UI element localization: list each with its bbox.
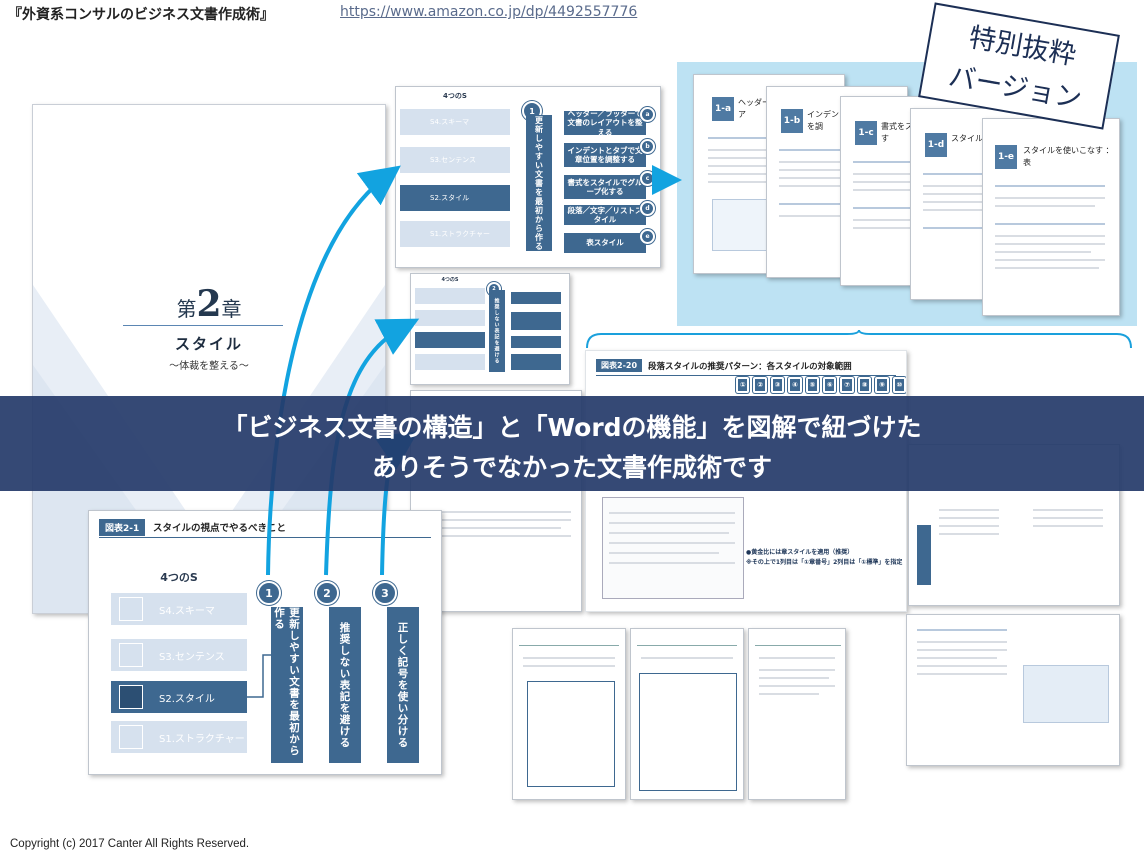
item-d: 段落／文字／リストスタイル (564, 205, 646, 225)
section-title: スタイルを使いこなす ：表 (1023, 146, 1114, 167)
item-e: 表スタイル (564, 233, 646, 253)
table-note-1: ●黄金比には章スタイルを適用（推奨） (746, 549, 854, 556)
item-c: 書式をスタイルでグループ化する (564, 175, 646, 199)
s4-row: S4.スキーマ (400, 109, 510, 135)
table-header: ① ② ③ ④ ⑤ ⑥ ⑦ ⑧ ⑨ ⑩ (736, 377, 906, 393)
bracket-line (586, 330, 1132, 349)
step-number-2: 2 (315, 581, 339, 605)
s2-row: S2.スタイル (400, 185, 510, 211)
document-page (630, 628, 744, 800)
chapter-heading: 第2章 (176, 283, 242, 325)
section-number-badge: 1-e (995, 145, 1017, 169)
diagram-title: 4つのS (443, 92, 467, 100)
s4-row (415, 288, 485, 304)
document-page (748, 628, 846, 800)
banner-line1: 「ビジネス文書の構造」と「Wordの機能」を図解で紐づけた (222, 413, 922, 442)
step-number-3: 3 (373, 581, 397, 605)
book-title: 『外資系コンサルのビジネス文書作成術』 (8, 7, 274, 23)
cover-divider (123, 325, 283, 326)
figure-caption: スタイルの視点でやるべきこと (153, 523, 287, 534)
item-letter-e: e (640, 229, 655, 244)
figure-main-page: 図表2-1 スタイルの視点でやるべきこと 4つのS S4.スキーマ S3.センテ… (88, 510, 442, 775)
item-letter-d: d (640, 201, 655, 216)
step-bar-2: 推奨しない表記を避ける (489, 290, 505, 372)
embedded-document (602, 497, 744, 599)
step-bar-1: 更新しやすい文書を最初から作る (271, 607, 303, 763)
structure-icon (119, 725, 143, 749)
step-bar-3: 正しく記号を使い分ける (387, 607, 419, 763)
chapter-title: スタイル (174, 335, 243, 353)
step-bar-2: 推奨しない表記を避ける (329, 607, 361, 763)
background-page (906, 614, 1120, 766)
s4-row: S4.スキーマ (111, 593, 247, 625)
sub-item (511, 354, 561, 370)
figure-label: 図表2-1 (99, 519, 146, 536)
item-letter-a: a (640, 107, 655, 122)
section-number-badge: 1-a (712, 97, 734, 121)
s1-row (415, 354, 485, 370)
step-number-1: 1 (257, 581, 281, 605)
sub-item (511, 312, 561, 330)
connector-lines (247, 654, 273, 698)
style-icon (119, 685, 143, 709)
s1-row: S1.ストラクチャー (400, 221, 510, 247)
s3-row: S3.センテンス (111, 639, 247, 671)
item-letter-b: b (640, 139, 655, 154)
item-a: ヘッダー／フッターで文書のレイアウトを整える (564, 109, 646, 137)
section-number-badge: 1-c (855, 121, 877, 145)
headline-banner: 「ビジネス文書の構造」と「Wordの機能」を図解で紐づけた ありそうでなかった文… (0, 396, 1144, 491)
chapter-subtitle: 〜体裁を整える〜 (169, 361, 249, 372)
s2-row: S2.スタイル (111, 681, 247, 713)
pen-icon (119, 643, 143, 667)
section-number-badge: 1-d (925, 133, 947, 157)
section-number-badge: 1-b (781, 109, 803, 133)
document-page (512, 628, 626, 800)
s3-row (415, 310, 485, 326)
sub-item (511, 292, 561, 304)
amazon-link[interactable]: https://www.amazon.co.jp/dp/4492557776 (340, 4, 638, 20)
section-page-1e: 1-e スタイルを使いこなす ：表 (982, 118, 1120, 316)
item-b: インデントとタブで文章位置を調整する (564, 143, 646, 167)
sub-item (511, 336, 561, 348)
table-note-2: ※その上で1列目は「①章番号」2列目は「①標準」を指定 (746, 559, 903, 566)
arrow-step-1 (266, 165, 401, 576)
figure-label: 図表2-20 (596, 359, 643, 372)
diagram-title: 4つのS (160, 571, 198, 584)
s3-row: S3.センテンス (400, 147, 510, 173)
figure-top-page: 4つのS S4.スキーマ S3.センテンス S2.スタイル S1.ストラクチャー… (395, 86, 661, 268)
s2-row (415, 332, 485, 348)
diagram-title: 4つのS (441, 277, 459, 283)
banner-line2: ありそうでなかった文書作成術です (371, 453, 772, 482)
schema-icon (119, 597, 143, 621)
figure-caption: 段落スタイルの推奨パターン：各スタイルの対象範囲 (648, 362, 852, 372)
figure-small-page: 4つのS 2 推奨しない表記を避ける (410, 273, 570, 385)
s1-row: S1.ストラクチャー (111, 721, 247, 753)
step-bar-1: 更新しやすい文書を最初から作る (526, 115, 552, 251)
copyright-text: Copyright (c) 2017 Canter All Rights Res… (10, 838, 250, 850)
